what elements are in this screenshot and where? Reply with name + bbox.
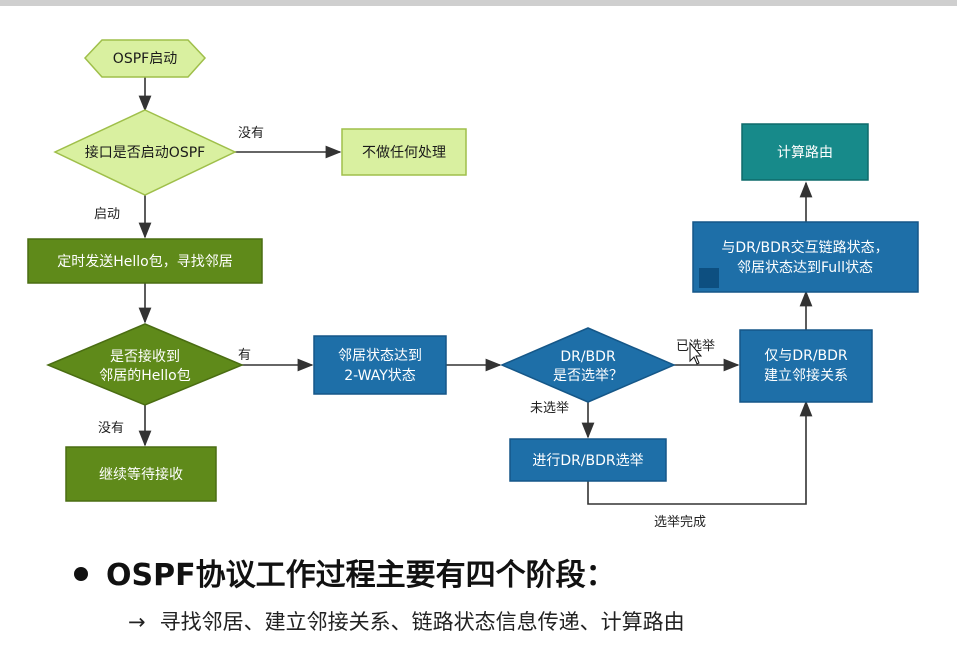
label-election-done: 选举完成 xyxy=(654,515,706,530)
exchange-lsa-line2: 邻居状态达到Full状态 xyxy=(737,260,873,276)
dr-elected-line1: DR/BDR xyxy=(560,349,616,365)
do-election-box xyxy=(509,438,667,482)
compute-route-label: 计算路由 xyxy=(777,145,833,161)
received-hello-line2: 邻居的Hello包 xyxy=(99,368,191,384)
adjacency-box xyxy=(739,329,873,403)
label-not-elected: 未选举 xyxy=(530,401,569,416)
bullet-dot-icon xyxy=(74,566,88,581)
summary-subline: → 寻找邻居、建立邻接关系、链路状态信息传递、计算路由 xyxy=(128,606,685,636)
check-interface-label: 接口是否启动OSPF xyxy=(85,144,205,161)
no-action-box xyxy=(341,128,467,176)
exchange-lsa-line1: 与DR/BDR交互链路状态， xyxy=(721,239,888,256)
keep-waiting-label: 继续等待接收 xyxy=(99,466,183,483)
summary-bullet-text: OSPF协议工作过程主要有四个阶段： xyxy=(106,558,616,593)
no-action-label: 不做任何处理 xyxy=(362,145,446,161)
received-hello-diamond xyxy=(46,323,244,406)
received-hello-line1: 是否接收到 xyxy=(110,348,180,365)
start-label: OSPF启动 xyxy=(113,51,177,67)
summary-subline-text: 寻找邻居、建立邻接关系、链路状态信息传递、计算路由 xyxy=(159,610,685,634)
dr-elected-line2: 是否选举？ xyxy=(553,368,623,384)
label-has-hello: 有 xyxy=(238,348,251,363)
mouse-cursor-icon xyxy=(689,341,703,365)
send-hello-box xyxy=(27,238,263,284)
ospf-flowchart: OSPF启动 接口是否启动OSPF 不做任何处理 定时发送Hello包，寻找邻居… xyxy=(27,39,919,530)
arrow-right-icon: → xyxy=(128,610,146,634)
label-no-ospf: 没有 xyxy=(238,126,264,141)
edge-election-to-adjacency xyxy=(587,400,813,505)
do-election-label: 进行DR/BDR选举 xyxy=(532,453,643,469)
adjacency-line2: 建立邻接关系 xyxy=(764,367,848,384)
two-way-line1: 邻居状态达到 xyxy=(338,348,422,364)
connectors xyxy=(138,77,813,505)
exchange-lsa-box xyxy=(692,221,919,293)
two-way-line2: 2-WAY状态 xyxy=(344,368,416,384)
keep-waiting-box xyxy=(65,446,217,502)
exchange-lsa-corner-mark xyxy=(699,268,719,288)
label-no-hello: 没有 xyxy=(98,421,124,436)
two-way-box xyxy=(313,335,447,395)
adjacency-line1: 仅与DR/BDR xyxy=(764,348,848,364)
dr-elected-diamond xyxy=(500,327,676,403)
label-already-elected: 已选举 xyxy=(676,339,715,354)
start-node xyxy=(83,39,207,78)
top-border xyxy=(0,0,957,6)
compute-route-box xyxy=(741,123,869,181)
send-hello-label: 定时发送Hello包，寻找邻居 xyxy=(57,254,233,270)
label-ospf-on: 启动 xyxy=(94,207,120,222)
check-interface-diamond xyxy=(53,109,237,196)
summary-bullet: OSPF协议工作过程主要有四个阶段： xyxy=(74,550,616,594)
